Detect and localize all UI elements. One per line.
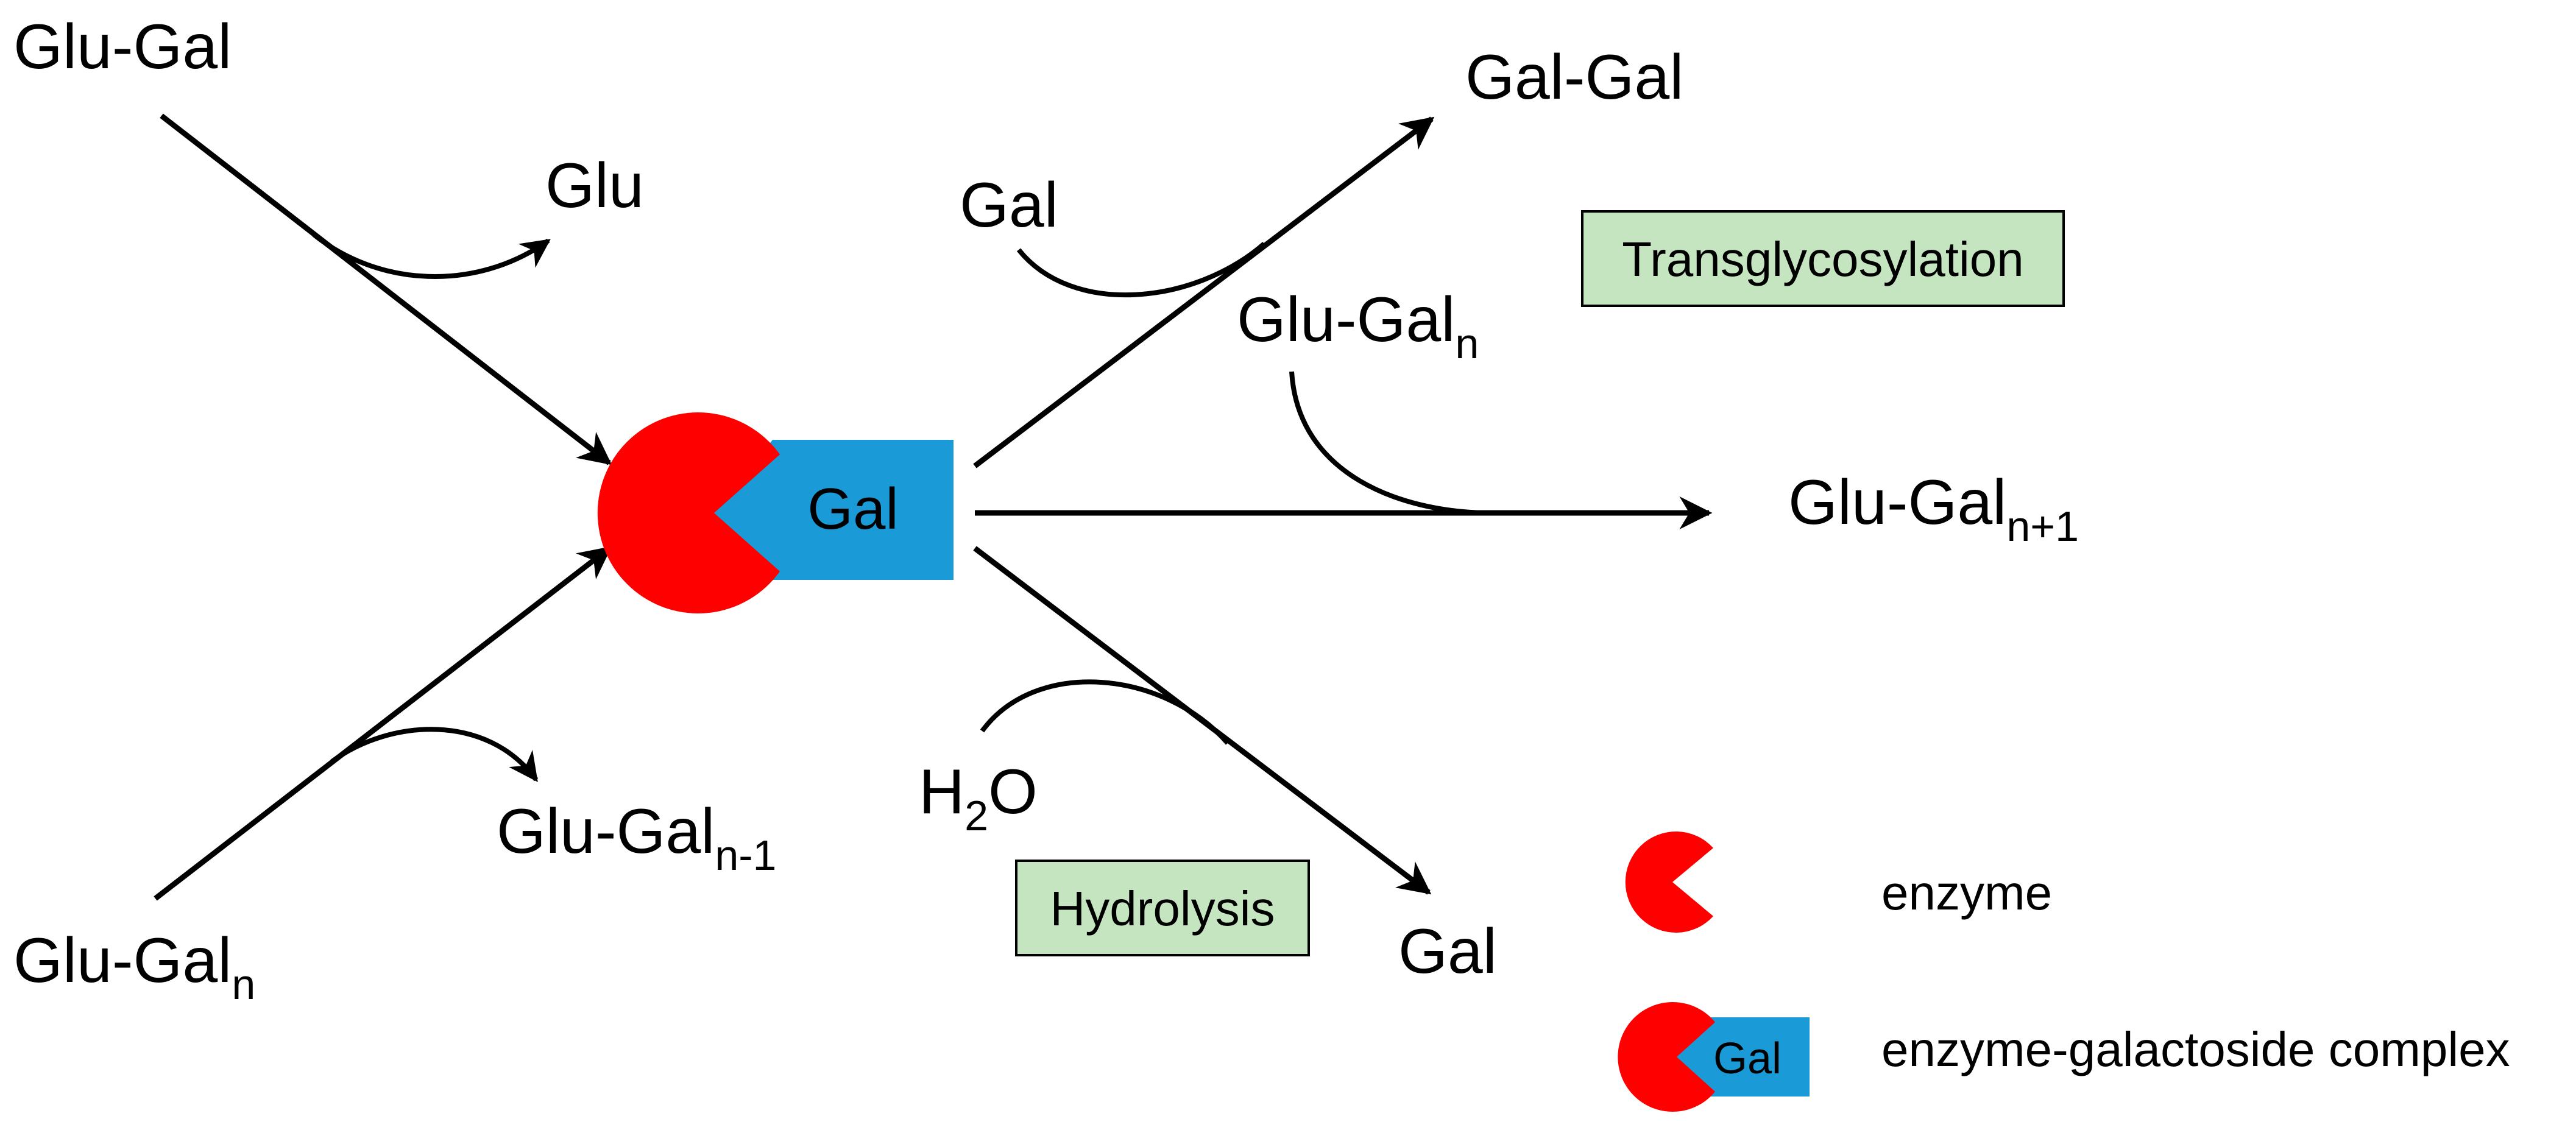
label-gal-gal-product: Gal-Gal xyxy=(1465,42,1683,113)
transglycosylation-label: Transglycosylation xyxy=(1622,232,2024,286)
label-water: H2O xyxy=(919,757,1038,839)
complex-gal-label: Gal xyxy=(807,476,898,542)
label-glu-gal-n-plus-1-base: Glu-Gal xyxy=(1788,467,2006,538)
curve-gal-acceptor xyxy=(1016,241,1266,298)
arrow-to-gal-gal xyxy=(973,116,1435,468)
label-glu-gal-n-acceptor: Glu-Galn xyxy=(1237,284,1479,367)
label-water-sub: 2 xyxy=(964,792,988,839)
label-glu-byproduct: Glu xyxy=(545,150,644,221)
hydrolysis-label: Hydrolysis xyxy=(1050,881,1275,936)
enzyme-galactoside-complex: Gal xyxy=(597,412,954,613)
arrow-glu-gal-to-enzyme xyxy=(160,113,612,465)
enzyme-pacman xyxy=(597,412,780,613)
label-gal-acceptor: Gal xyxy=(960,170,1058,241)
legend-enzyme-icon xyxy=(1625,831,1713,933)
legend-enzyme-label: enzyme xyxy=(1881,866,2052,920)
galactoside-block xyxy=(714,440,954,580)
curve-glu-gal-n-acceptor xyxy=(1289,371,1487,515)
label-glu-gal-n-plus-1-sub: n+1 xyxy=(2006,503,2079,550)
arrow-glu-gal-n-to-enzyme xyxy=(154,546,612,901)
label-glu-gal-n-acceptor-sub: n xyxy=(1455,320,1479,367)
legend-complex-label: enzyme-galactoside complex xyxy=(1881,1022,2510,1076)
label-glu-gal-n-reactant-sub: n xyxy=(232,961,255,1008)
label-glu-gal-n-1-sub: n-1 xyxy=(715,832,776,879)
arrow-release-glu xyxy=(312,232,551,279)
label-glu-gal-n-plus-1-product: Glu-Galn+1 xyxy=(1788,467,2079,550)
label-water-o: O xyxy=(988,757,1038,827)
hydrolysis-box: Hydrolysis xyxy=(1015,860,1310,956)
label-glu-gal-n-reactant: Glu-Galn xyxy=(13,925,255,1008)
curve-water-acceptor xyxy=(980,679,1230,745)
label-glu-gal-n-acceptor-base: Glu-Gal xyxy=(1237,284,1455,355)
label-glu-gal-reactant: Glu-Gal xyxy=(13,12,232,82)
label-glu-gal-n-1-byproduct: Glu-Galn-1 xyxy=(497,796,776,879)
label-gal-product: Gal xyxy=(1398,916,1497,987)
legend: enzyme Gal enzyme-galactoside complex xyxy=(1618,831,2510,1112)
legend-complex-enzyme-icon xyxy=(1618,1001,1715,1112)
transglycosylation-box: Transglycosylation xyxy=(1581,210,2065,307)
label-water-h: H xyxy=(919,757,964,827)
legend-galactoside-block xyxy=(1677,1017,1810,1096)
legend-complex-gal-label: Gal xyxy=(1713,1034,1782,1083)
arrow-release-glu-gal-n-1 xyxy=(330,727,539,782)
label-glu-gal-n-1-base: Glu-Gal xyxy=(497,796,715,867)
label-glu-gal-n-reactant-base: Glu-Gal xyxy=(13,925,232,996)
